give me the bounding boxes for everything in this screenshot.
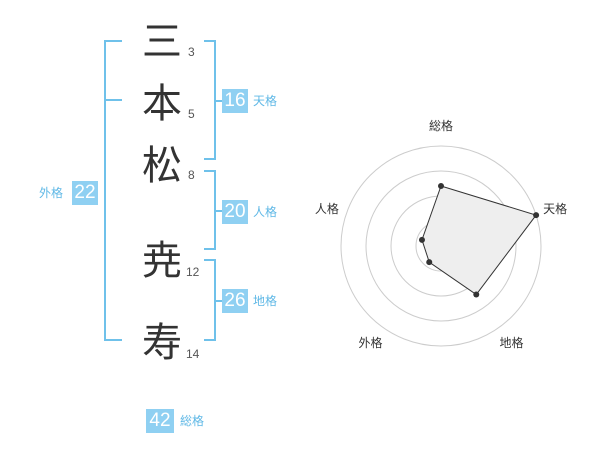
stroke-count-4: 12 (186, 265, 200, 279)
radar-point-1 (438, 183, 444, 189)
gaikaku-value-badge: 22 (72, 181, 98, 205)
name-char-3: 松 (142, 143, 182, 189)
radar-ring-4 (340, 145, 542, 347)
chikaku-label: 地格 (253, 294, 278, 308)
jinkaku-bracket (204, 170, 216, 250)
soukaku-value-badge: 42 (146, 409, 174, 433)
radar-point-4 (426, 259, 433, 266)
radar-axis-label-2: 天格 (543, 201, 567, 216)
stroke-count-2: 5 (188, 107, 195, 121)
gaikaku-label: 外格 (39, 186, 64, 200)
soukaku-label: 総格 (180, 414, 205, 428)
tenkaku-connector (216, 100, 222, 102)
radar-axis-label-5: 人格 (315, 201, 339, 216)
gaikaku-bracket (104, 40, 122, 341)
radar-axis-label-4: 外格 (358, 335, 382, 350)
stroke-count-1: 3 (188, 45, 195, 59)
radar-ring-3 (365, 170, 517, 322)
name-char-4: 尭 (142, 238, 182, 284)
chikaku-connector (216, 300, 222, 302)
jinkaku-label: 人格 (253, 205, 278, 219)
radar-point-5 (418, 236, 425, 243)
name-char-2: 本 (142, 81, 182, 127)
radar-point-3 (473, 291, 480, 298)
tenkaku-label: 天格 (253, 94, 278, 108)
tenkaku-value-badge: 16 (222, 89, 248, 113)
radar-data-area (421, 185, 537, 296)
radar-axis-label-1: 総格 (429, 118, 453, 133)
stroke-count-3: 8 (188, 168, 195, 182)
tenkaku-bracket (204, 40, 216, 160)
chikaku-bracket (204, 259, 216, 341)
radar-point-2 (533, 212, 540, 219)
jinkaku-connector (216, 210, 222, 212)
gaikaku-inner-tick (104, 99, 122, 101)
chikaku-value-badge: 26 (222, 289, 248, 313)
name-char-1: 三 (142, 19, 182, 65)
radar-axis-label-3: 地格 (500, 335, 524, 350)
name-char-5: 寿 (142, 320, 182, 366)
stroke-count-5: 14 (186, 347, 200, 361)
jinkaku-value-badge: 20 (222, 200, 248, 224)
